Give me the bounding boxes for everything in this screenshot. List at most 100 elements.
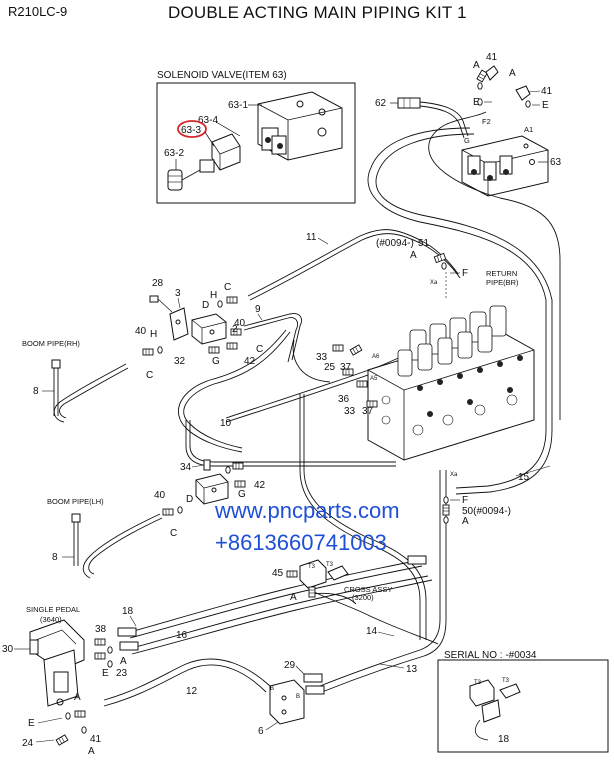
block-6: B B bbox=[269, 673, 325, 725]
svg-text:Xa: Xa bbox=[450, 472, 458, 478]
callout-e-right: E bbox=[542, 100, 549, 111]
callout-41-a: 41 bbox=[486, 52, 498, 63]
connector-block-2 bbox=[191, 313, 227, 345]
callout-62: 62 bbox=[375, 98, 387, 109]
callout-d-2: D bbox=[186, 494, 193, 505]
o-ring bbox=[107, 660, 113, 668]
callout-a-2: A bbox=[120, 656, 127, 667]
serial-box: T3 T3 bbox=[437, 659, 609, 753]
callout-34: 34 bbox=[180, 462, 192, 473]
single-pedal bbox=[29, 619, 85, 707]
o-ring bbox=[477, 82, 483, 90]
callout-63-2: 63-2 bbox=[164, 148, 184, 159]
callout-8-b: 8 bbox=[52, 552, 58, 563]
callout-a-51: A bbox=[410, 250, 417, 261]
callout-e-3: E bbox=[28, 718, 35, 729]
callout-63: 63 bbox=[550, 157, 562, 168]
callout-10: 10 bbox=[220, 418, 232, 429]
diagram-title: DOUBLE ACTING MAIN PIPING KIT 1 bbox=[168, 3, 467, 22]
bolt-34 bbox=[203, 459, 211, 471]
callout-15: 15 bbox=[518, 472, 530, 483]
serial-box-label: SERIAL NO : -#0034 bbox=[444, 650, 537, 661]
callout-42: 42 bbox=[244, 356, 256, 367]
fitting-51 bbox=[433, 253, 447, 263]
fitting bbox=[94, 652, 106, 660]
callout-12: 12 bbox=[186, 686, 198, 697]
callout-18: 18 bbox=[122, 606, 134, 617]
callout-40: 40 bbox=[234, 318, 246, 329]
fitting bbox=[162, 508, 174, 516]
o-ring bbox=[443, 496, 449, 504]
callout-a-right: A bbox=[509, 68, 516, 79]
callout-40-c: 40 bbox=[154, 490, 166, 501]
callout-a-pedal: A bbox=[74, 692, 81, 703]
solenoid-inset: SOLENOID VALVE(ITEM 63) bbox=[156, 70, 356, 204]
label-f2: F2 bbox=[482, 117, 491, 126]
watermark-phone: +8613660741003 bbox=[215, 530, 387, 555]
bracket-3 bbox=[169, 307, 189, 341]
cross-assy-label-1: CROSS ASSY bbox=[344, 585, 392, 594]
label-a1: A1 bbox=[524, 125, 533, 134]
callout-32: 32 bbox=[174, 356, 186, 367]
callout-d: D bbox=[202, 300, 209, 311]
callout-25: 25 bbox=[324, 362, 336, 373]
callout-6: 6 bbox=[258, 726, 264, 737]
o-ring bbox=[477, 98, 483, 106]
callout-2: 2 bbox=[232, 324, 238, 335]
solenoid-valve-body bbox=[257, 91, 343, 161]
serial-bottom: 50(#0094-) bbox=[462, 506, 511, 517]
callout-9: 9 bbox=[255, 304, 261, 315]
fitting bbox=[226, 342, 238, 350]
svg-text:Xa: Xa bbox=[430, 280, 438, 286]
callout-28: 28 bbox=[152, 278, 164, 289]
callout-16: 16 bbox=[176, 630, 188, 641]
callout-24: 24 bbox=[22, 738, 34, 749]
boom-pipe-rh-label: BOOM PIPE(RH) bbox=[22, 339, 80, 348]
fitting bbox=[226, 296, 238, 304]
callout-11: 11 bbox=[306, 232, 317, 243]
cross-assy-label-2: (3200) bbox=[352, 593, 374, 602]
inset-title: SOLENOID VALVE(ITEM 63) bbox=[157, 70, 287, 81]
hose-end-fittings bbox=[117, 555, 427, 651]
fitting bbox=[74, 710, 86, 718]
connector-block-lower bbox=[195, 473, 229, 505]
boom-pipe-lh-label: BOOM PIPE(LH) bbox=[47, 497, 104, 506]
callout-c-3: C bbox=[256, 344, 263, 355]
callout-36: 36 bbox=[338, 394, 350, 405]
callout-37: 37 bbox=[340, 362, 352, 373]
callout-f-top: F bbox=[462, 268, 468, 279]
fitting bbox=[349, 344, 363, 356]
o-ring bbox=[441, 262, 447, 270]
boom-pipe-lh-end bbox=[71, 513, 81, 523]
callout-41-b: 41 bbox=[541, 86, 553, 97]
callout-3: 3 bbox=[175, 288, 181, 299]
callout-42-b: 42 bbox=[254, 480, 266, 491]
callout-30: 30 bbox=[2, 644, 14, 655]
svg-text:A5: A5 bbox=[370, 376, 378, 382]
return-pipe-2: PIPE(BR) bbox=[486, 278, 519, 287]
callout-h: H bbox=[210, 290, 217, 301]
solenoid-valve-63 bbox=[461, 135, 549, 197]
cross-assy: T3 T3 bbox=[286, 559, 349, 598]
o-ring bbox=[225, 466, 231, 474]
hose-62 bbox=[390, 97, 421, 109]
fitting bbox=[208, 346, 220, 354]
single-pedal-label-2: (3640) bbox=[40, 615, 62, 624]
svg-text:T3: T3 bbox=[502, 678, 510, 684]
o-ring bbox=[81, 726, 87, 734]
o-ring bbox=[443, 516, 449, 524]
callout-a-3: A bbox=[88, 746, 95, 757]
serial-top: (#0094-) bbox=[376, 238, 414, 249]
svg-text:T3: T3 bbox=[326, 562, 334, 568]
fitting bbox=[332, 344, 344, 352]
callout-e-2: E bbox=[102, 668, 109, 679]
watermark-url: www.pncparts.com bbox=[215, 498, 400, 523]
callout-33-b: 33 bbox=[344, 406, 356, 417]
callout-f-bottom: F bbox=[462, 495, 468, 506]
single-pedal-label-1: SINGLE PEDAL bbox=[26, 605, 80, 614]
callout-13: 13 bbox=[406, 664, 418, 675]
fitting-41-left bbox=[476, 65, 499, 83]
solenoid-stem bbox=[167, 169, 201, 191]
callout-a-bottom: A bbox=[462, 516, 469, 527]
